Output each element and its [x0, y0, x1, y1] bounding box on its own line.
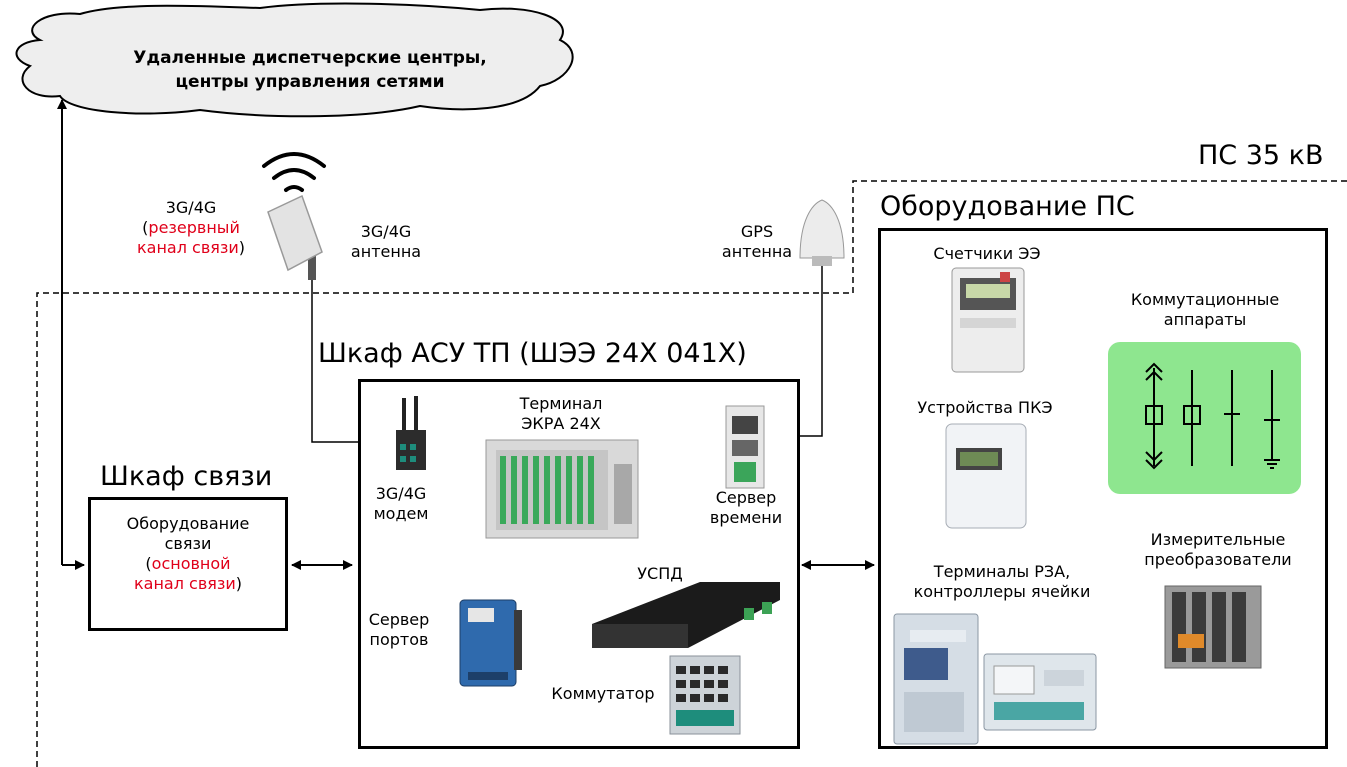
time-server-label: Сервер времени — [694, 488, 798, 528]
substation-label: ПС 35 кВ — [1198, 140, 1324, 171]
gps-antenna-line2: антенна — [721, 242, 793, 261]
comm-cabinet-box: Оборудование связи (основной канал связи… — [88, 497, 288, 631]
meters-label: Счетчики ЭЭ — [933, 244, 1041, 263]
terminal-label-line1: Терминал — [519, 394, 603, 413]
backup-channel-line1: 3G/4G — [165, 198, 217, 217]
time-server-label-line2: времени — [709, 508, 783, 527]
uspd-label: УСПД — [637, 564, 683, 583]
panel-antenna-icon — [267, 194, 323, 280]
switching-label-line2: аппараты — [1163, 310, 1247, 329]
pqe-device-icon — [945, 423, 1027, 529]
uspd-device-icon — [592, 582, 780, 648]
modem-label-line2: модем — [373, 504, 429, 523]
relay-terminal-device-icon — [893, 613, 1097, 745]
terminal-device-icon — [485, 439, 639, 539]
comm-cabinet-line4: канал связи) — [133, 574, 243, 593]
asu-cabinet-box — [358, 379, 800, 749]
time-server-device-icon — [725, 405, 765, 489]
antenna-3g-label: 3G/4G антенна — [336, 222, 436, 262]
relay-label-line2: контроллеры ячейки — [913, 582, 1091, 601]
energy-meter-device-icon — [951, 267, 1025, 373]
cloud-label: Удаленные диспетчерские центры, центры у… — [60, 46, 560, 94]
measuring-label: Измерительные преобразователи — [1118, 530, 1318, 570]
equipment-title: Оборудование ПС — [880, 191, 1135, 222]
gps-cable — [798, 262, 823, 437]
cloud-label-line2: центры управления сетями — [175, 72, 445, 92]
cloud-label-line1: Удаленные диспетчерские центры, — [133, 48, 487, 68]
port-server-device-icon — [459, 599, 522, 687]
switch-label: Коммутатор — [551, 684, 655, 703]
comm-cabinet-line1: Оборудование — [126, 514, 250, 533]
antenna-3g-line2: антенна — [350, 242, 422, 261]
comm-cabinet-line2: связи — [164, 534, 212, 553]
comm-cabinet-line3: (основной — [145, 554, 231, 573]
antenna-3g-cable — [311, 280, 358, 443]
port-server-label-line2: портов — [369, 630, 429, 649]
switching-panel — [1108, 342, 1301, 494]
port-server-label: Сервер портов — [364, 610, 434, 650]
wifi-signal-icon — [262, 152, 326, 192]
comm-cabinet-title: Шкаф связи — [100, 461, 273, 492]
measuring-label-line1: Измерительные — [1150, 530, 1286, 549]
network-switch-device-icon — [669, 655, 741, 735]
comm-cabinet-text: Оборудование связи (основной канал связи… — [91, 514, 285, 594]
gps-antenna-line1: GPS — [740, 222, 774, 241]
backup-channel-line3: канал связи) — [136, 238, 246, 257]
switching-label: Коммутационные аппараты — [1100, 290, 1310, 330]
asu-cabinet-title: Шкаф АСУ ТП (ШЭЭ 24Х 041Х) — [318, 338, 747, 369]
measuring-label-line2: преобразователи — [1144, 550, 1292, 569]
equipment-box — [878, 228, 1328, 749]
backup-channel-line2: (резервный — [142, 218, 240, 237]
gps-antenna-label: GPS антенна — [714, 222, 800, 262]
modem-label-line1: 3G/4G — [375, 484, 427, 503]
relay-label-line1: Терминалы РЗА, — [933, 562, 1071, 581]
transducer-device-icon — [1164, 585, 1262, 669]
backup-channel-label: 3G/4G (резервный канал связи) — [116, 198, 266, 258]
modem-label: 3G/4G модем — [366, 484, 436, 524]
cloud-shape — [15, 2, 574, 118]
port-server-label-line1: Сервер — [368, 610, 430, 629]
time-server-label-line1: Сервер — [715, 488, 777, 507]
substation-boundary — [36, 180, 1347, 767]
terminal-label-line2: ЭКРА 24Х — [521, 414, 601, 433]
modem-device-icon — [396, 396, 426, 470]
antenna-3g-line1: 3G/4G — [360, 222, 412, 241]
switching-label-line1: Коммутационные — [1130, 290, 1280, 309]
pqe-label: Устройства ПКЭ — [917, 398, 1053, 417]
terminal-label: Терминал ЭКРА 24Х — [496, 394, 626, 434]
gps-antenna-icon — [799, 199, 845, 266]
relay-label: Терминалы РЗА, контроллеры ячейки — [886, 562, 1118, 602]
